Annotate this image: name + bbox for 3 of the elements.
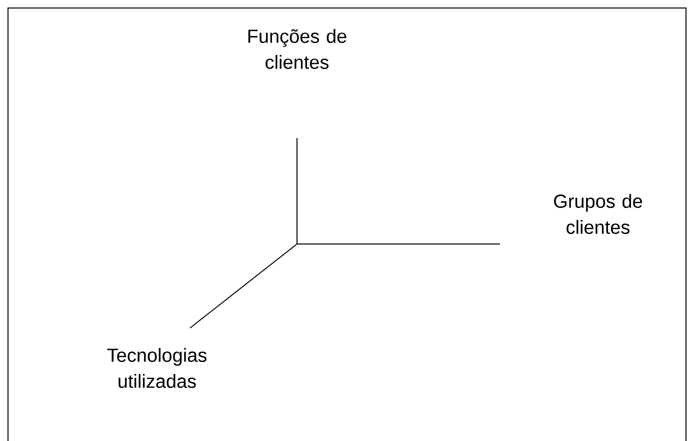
axis-label: Tecnologias utilizadas: [107, 348, 206, 388]
axis-label: Funções de clientes: [248, 29, 346, 69]
axis-label: Grupos de clientes: [554, 194, 642, 234]
